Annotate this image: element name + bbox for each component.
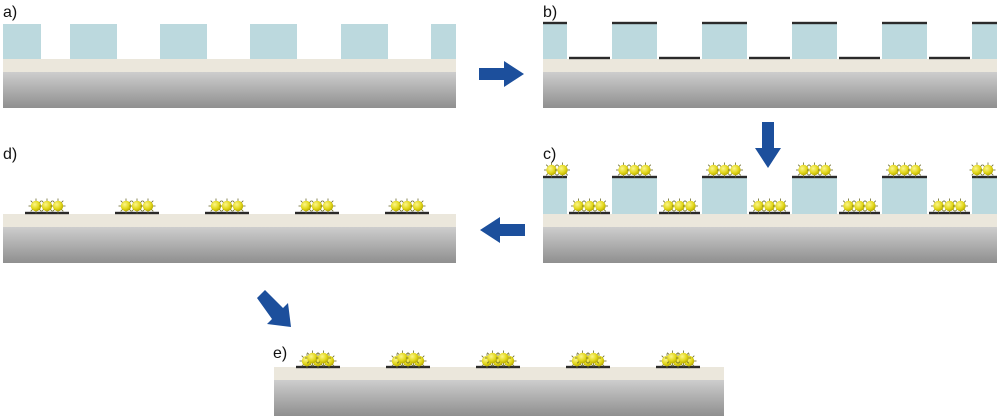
nanoparticle — [495, 350, 512, 366]
nanoparticle — [315, 350, 332, 366]
metal-film — [929, 56, 970, 60]
substrate-surface — [543, 214, 997, 227]
nanoparticle — [230, 198, 246, 214]
metal-film — [659, 56, 700, 60]
substrate-surface — [543, 59, 997, 72]
nanoparticle — [675, 350, 692, 366]
substrate-surface — [3, 214, 456, 227]
substrate-surface — [3, 59, 456, 72]
arrow-down-icon — [755, 122, 781, 168]
panel-label-b: b) — [543, 4, 557, 21]
nanoparticle — [907, 162, 924, 178]
resist-pillar — [792, 177, 837, 214]
resist-pillar — [160, 24, 207, 59]
resist-pillar — [543, 177, 567, 214]
arrow-right-icon — [479, 61, 524, 87]
resist-pillar — [250, 24, 297, 59]
arrows — [257, 61, 781, 327]
metal-film — [972, 21, 997, 25]
nanoparticle — [50, 198, 66, 214]
nanoparticle — [727, 162, 744, 178]
nanoparticle — [410, 198, 426, 214]
metal-film — [749, 56, 790, 60]
metal-film — [612, 21, 657, 25]
arrow-left-icon — [480, 217, 525, 243]
panel-c — [543, 162, 997, 263]
resist-pillar — [792, 24, 837, 59]
resist-pillar — [702, 177, 747, 214]
nanoparticle — [862, 198, 879, 214]
metal-film — [569, 56, 610, 60]
nanoparticle — [592, 198, 609, 214]
metal-film — [702, 21, 747, 25]
metal-film — [882, 21, 927, 25]
metal-film — [792, 21, 837, 25]
nanoparticle — [682, 198, 699, 214]
resist-pillar — [972, 24, 997, 59]
nanoparticle — [405, 350, 422, 366]
panel-d — [3, 198, 456, 263]
nanoparticle — [320, 198, 336, 214]
panel-b — [543, 21, 997, 108]
metal-film — [543, 175, 567, 179]
nanoparticle — [554, 162, 571, 178]
panel-e — [274, 350, 724, 416]
resist-pillar — [702, 24, 747, 59]
panel-label-c: c) — [543, 146, 556, 163]
substrate-surface — [274, 367, 724, 380]
resist-pillar — [882, 177, 927, 214]
arrow-diagonal-icon — [257, 290, 291, 327]
panel-label-d: d) — [3, 146, 17, 163]
resist-pillar — [431, 24, 456, 59]
metal-film — [839, 56, 880, 60]
nanoparticle — [637, 162, 654, 178]
metal-film — [543, 21, 567, 25]
resist-pillar — [972, 177, 997, 214]
nanoparticle — [817, 162, 834, 178]
panel-label-e: e) — [273, 345, 287, 362]
resist-pillar — [612, 24, 657, 59]
panel-a — [3, 24, 456, 108]
nanoparticle — [980, 162, 996, 178]
resist-pillar — [70, 24, 117, 59]
nanoparticle — [585, 350, 602, 366]
nanoparticle — [140, 198, 156, 214]
resist-pillar — [3, 24, 41, 59]
resist-pillar — [543, 24, 567, 59]
resist-pillar — [612, 177, 657, 214]
panel-label-a: a) — [3, 4, 17, 21]
nanoparticle — [952, 198, 969, 214]
resist-pillar — [341, 24, 388, 59]
metal-film — [972, 175, 997, 179]
resist-pillar — [882, 24, 927, 59]
nanoparticle — [772, 198, 789, 214]
